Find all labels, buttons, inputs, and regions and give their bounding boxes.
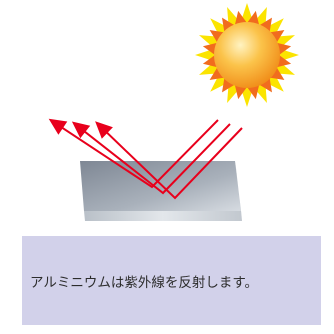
plate-front-edge bbox=[84, 211, 242, 221]
ray-3 bbox=[97, 123, 243, 200]
ray-1-arrowhead bbox=[48, 118, 68, 135]
plate-top-surface bbox=[80, 161, 241, 211]
sun-icon bbox=[195, 3, 299, 107]
ray-2-arrowhead bbox=[71, 121, 91, 139]
aluminum-plate bbox=[80, 161, 242, 221]
ray-2 bbox=[74, 123, 231, 195]
caption-text: アルミニウムは紫外線を反射します。 bbox=[30, 274, 259, 291]
caption-box: アルミニウムは紫外線を反射します。 bbox=[22, 236, 321, 325]
reflected-ultraviolet-rays bbox=[48, 118, 243, 200]
ray-3-arrowhead bbox=[95, 121, 113, 139]
sun-core bbox=[214, 22, 280, 88]
ray-1 bbox=[51, 119, 219, 189]
